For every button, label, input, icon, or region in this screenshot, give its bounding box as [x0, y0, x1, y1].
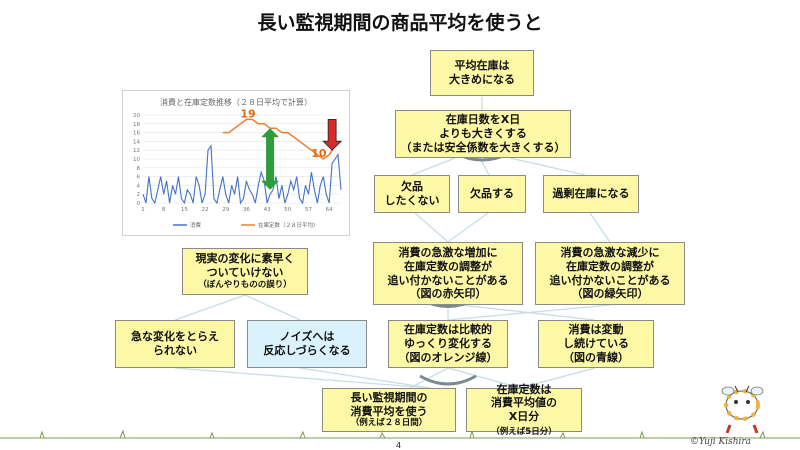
connector-line [244, 294, 301, 321]
connector-line [519, 367, 596, 389]
overstock-box: 過剰在庫になる [543, 175, 639, 213]
x-tick-label: 22 [202, 207, 209, 213]
y-tick-label: 10 [133, 157, 140, 163]
green-double-arrow [261, 128, 280, 190]
x-tick-label: 43 [264, 207, 271, 213]
series-line-2 [222, 118, 342, 160]
y-tick-label: 4 [137, 183, 141, 189]
connector-line [459, 304, 596, 321]
legend-label: 消費 [190, 221, 202, 229]
x-tick-label: 8 [162, 207, 166, 213]
connector-line [447, 367, 521, 389]
connector-line [409, 367, 449, 389]
y-tick-label: 14 [133, 139, 140, 145]
connector-line [447, 212, 489, 243]
x-tick-label: 50 [284, 207, 291, 213]
connector-line [414, 212, 449, 243]
connector-line [299, 367, 431, 389]
y-tick-label: 8 [137, 166, 141, 172]
connector-line [509, 157, 586, 176]
page-number: 4 [396, 441, 402, 450]
x-tick-label: 15 [181, 207, 188, 213]
page-title: 長い監視期間の商品平均を使うと [257, 12, 543, 34]
bee-illustration [721, 385, 764, 434]
chart-title: 消費と在庫定数推移（２８日平均で計算） [160, 97, 312, 107]
connector-line [174, 367, 431, 389]
y-tick-label: 6 [137, 175, 141, 181]
series-line-1 [142, 144, 342, 205]
copyright: ©Yuji Kishira [690, 437, 752, 447]
brace [419, 374, 477, 386]
y-tick-label: 2 [137, 192, 141, 198]
grass-border [0, 429, 800, 439]
sharp-increase-box: 消費の急激な増加に在庫定数の調整が追い付かないことがある（図の赤矢印） [373, 242, 523, 305]
long-period-box: 長い監視期間の消費平均を使う（例えば２８日間） [322, 388, 456, 432]
noise-box: ノイズへは反応しづらくなる [247, 320, 367, 368]
legend-label: 在庫定数（２８日平均） [258, 221, 319, 229]
y-tick-label: 0 [137, 201, 141, 207]
x-tick-label: 36 [243, 207, 250, 213]
y-tick-label: 12 [133, 148, 140, 154]
stockout-wish-box: 欠品したくない [374, 175, 450, 213]
slow-change-box: 在庫定数は比較的ゆっくり変化する（図のオレンジ線） [388, 320, 508, 368]
connector-line [589, 212, 611, 243]
y-tick-label: 18 [133, 122, 140, 128]
x-tick-label: 1 [141, 207, 145, 213]
cannot-follow-box: 現実の変化に素早くついていけない（ぼんやりものの誤り） [182, 248, 308, 295]
stock-days-box: 在庫日数をX日よりも大きくする（または安全係数を大きくする） [395, 110, 571, 158]
x-tick-label: 29 [222, 207, 229, 213]
y-tick-label: 20 [133, 113, 140, 119]
x-tick-label: 57 [305, 207, 312, 213]
connector-line [174, 294, 246, 321]
keeps-changing-box: 消費は変動し続けている（図の青線） [538, 320, 654, 368]
value-annotation: 10 [311, 147, 327, 160]
avg-stock-box: 平均在庫は大きめになる [430, 50, 534, 96]
sudden-change-box: 急な変化をとらえられない [115, 320, 235, 368]
x-tick-label: 64 [326, 207, 333, 213]
red-down-arrow [322, 118, 343, 151]
connector-line [411, 157, 456, 176]
stockout-box: 欠品する [458, 175, 526, 213]
y-tick-label: 16 [133, 131, 140, 137]
value-annotation: 19 [240, 107, 255, 120]
sharp-decrease-box: 消費の急激な減少に在庫定数の調整が追い付かないことがある（図の緑矢印） [535, 242, 685, 305]
